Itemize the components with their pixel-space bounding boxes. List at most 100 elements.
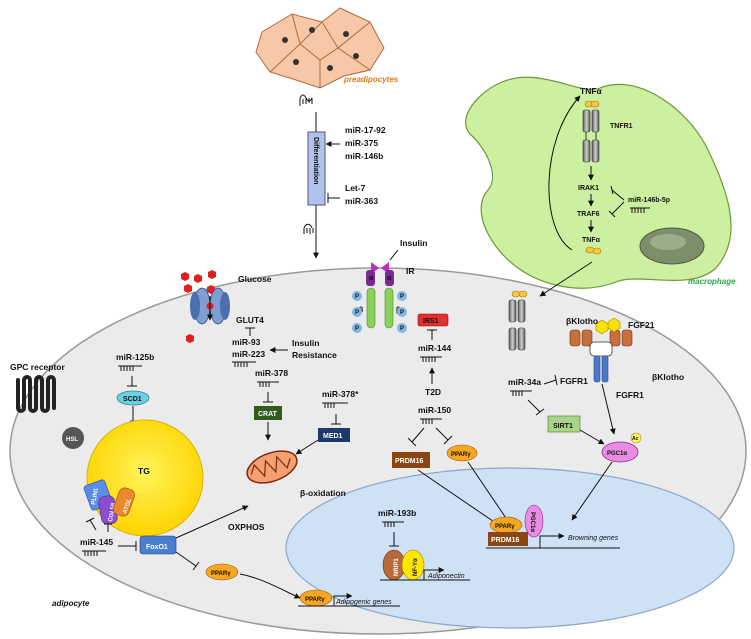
irs1-label: IRS1: [423, 318, 439, 325]
ir-label: IR: [406, 266, 415, 276]
mirna-icon: [232, 361, 256, 367]
insulin-resistance-label-2: Resistance: [292, 350, 337, 360]
scd1-label: SCD1: [123, 396, 142, 403]
adipocyte-label: adipocyte: [52, 599, 90, 608]
nfya-label: NF-Yα: [413, 558, 419, 576]
phosphate-groups: P P P P P P: [352, 291, 407, 333]
prdm16-box: [392, 452, 430, 468]
pgc1a-node: [601, 441, 639, 463]
pgc1a-node-2: [524, 504, 544, 538]
cgi58-label: CGI 58: [108, 502, 117, 522]
ppar-label-4: PPARγ: [495, 524, 515, 530]
mir-34a-label: miR-34a: [508, 377, 541, 387]
insulin-label: Insulin: [400, 238, 427, 248]
foxo1-box: [139, 535, 177, 555]
p-label: P: [400, 310, 404, 316]
glut4-label: GLUT4: [236, 315, 264, 325]
mir-145-label: miR-145: [80, 537, 113, 547]
mir-125b-label: miR-125b: [116, 352, 154, 362]
mir-378-star-label: miR-378*: [322, 389, 359, 399]
fgfr1-klotho-complex: [569, 317, 633, 383]
bklotho-label-1: βKlotho: [566, 316, 598, 326]
fgfr1-label-a: FGFR1: [560, 376, 588, 386]
gpc-receptor: [16, 375, 56, 413]
mirna-icon: [322, 402, 348, 408]
mir-146b-5p-label: miR-146b-5p: [628, 197, 670, 204]
p-label: P: [355, 294, 359, 300]
sirt1-box: [547, 415, 581, 433]
mir-193b-label: miR-193b: [378, 508, 416, 518]
mirna-icon: [299, 98, 313, 106]
med1-box: [318, 428, 350, 442]
t2d-label: T2D: [425, 387, 441, 397]
preadipocytes-cluster: [255, 7, 385, 89]
traf6-label: TRAF6: [577, 211, 600, 218]
mir-375-label: miR-375: [345, 138, 378, 148]
mir-146b-label: miR-146b: [345, 151, 383, 161]
mirna-icon: [510, 390, 532, 396]
tnfr1-receptor: [582, 109, 600, 163]
crat-label: CRAT: [258, 411, 278, 418]
sirt1-label: SIRT1: [553, 423, 573, 430]
differentiation-label: Differentiation: [312, 137, 319, 184]
mirna-icon: [82, 550, 106, 556]
gpc-receptor-label: GPC receptor: [10, 362, 65, 372]
let-7-label: Let-7: [345, 183, 366, 193]
plin1-label: PLIN1: [91, 487, 100, 505]
mir-378-label: miR-378: [255, 368, 288, 378]
mir-93-label: miR-93: [232, 337, 261, 347]
p-label: P: [400, 326, 404, 332]
mirna-icon: [303, 223, 314, 234]
preadipocytes-label: preadipocytes: [343, 75, 399, 84]
mirna-icon: [630, 207, 650, 213]
irak1-label: IRAK1: [578, 185, 599, 192]
prdm16-label: PRDM16: [395, 458, 424, 465]
oxphos-label: OXPHOS: [228, 522, 265, 532]
p-label: P: [355, 326, 359, 332]
ppar-node: [205, 563, 239, 581]
foxo1-label: FoxO1: [146, 544, 168, 551]
irs1-box: [417, 313, 449, 327]
mirna-icon: [420, 418, 442, 424]
mir-363-label: miR-363: [345, 196, 378, 206]
mir-144-label: miR-144: [418, 343, 451, 353]
ir-alpha-right: α: [387, 275, 392, 282]
pgc1a-vert-label: PGC1α: [529, 512, 535, 532]
prdm16-label-2: PRDM16: [491, 537, 520, 544]
crat-box: [254, 406, 282, 420]
glucose-label: Glucose: [238, 274, 272, 284]
mir-150-label: miR-150: [418, 405, 451, 415]
beta-oxidation-label: β-oxidation: [300, 488, 346, 498]
pgc1a-label: PGC1α: [607, 451, 627, 457]
glut4-transporter: [190, 287, 230, 325]
mir-223-label: miR-223: [232, 349, 265, 359]
insulin-resistance-label-1: Insulin: [292, 338, 319, 348]
adiponectin-label: Adiponectin: [427, 573, 465, 580]
p-label: P: [355, 310, 359, 316]
ac-marker: [630, 432, 642, 444]
macrophage-label: macrophage: [688, 277, 736, 286]
differentiation-box: [307, 131, 326, 206]
fgfr1-label-b: FGFR1: [616, 390, 644, 400]
adipogenic-genes-label: Adipogenic genes: [335, 599, 392, 606]
tg-label: TG: [138, 466, 150, 476]
hsl-label: HSL: [66, 437, 78, 443]
ppar-label: PPARγ: [211, 571, 231, 577]
atgl-label: ATGL: [122, 497, 133, 514]
mirna-icon: [118, 365, 142, 371]
ppar-node-2: [446, 444, 478, 462]
scd1-node: [116, 390, 150, 406]
ac-label: Ac: [632, 436, 639, 442]
tnfr1-label: TNFR1: [610, 123, 633, 130]
mirna-icon: [420, 356, 442, 362]
med1-label: MED1: [323, 433, 343, 440]
bklotho-label-2: βKlotho: [652, 372, 684, 382]
ppar-label-3: PPARγ: [305, 597, 325, 603]
browning-genes-label: Browning genes: [568, 535, 619, 542]
tnfa-mid-label: TNFα: [582, 237, 601, 244]
hsl-node: [62, 427, 84, 449]
ir-alpha-left: α: [369, 275, 374, 282]
ppar-label-2: PPARγ: [451, 452, 471, 458]
atgl-block: [113, 487, 135, 517]
